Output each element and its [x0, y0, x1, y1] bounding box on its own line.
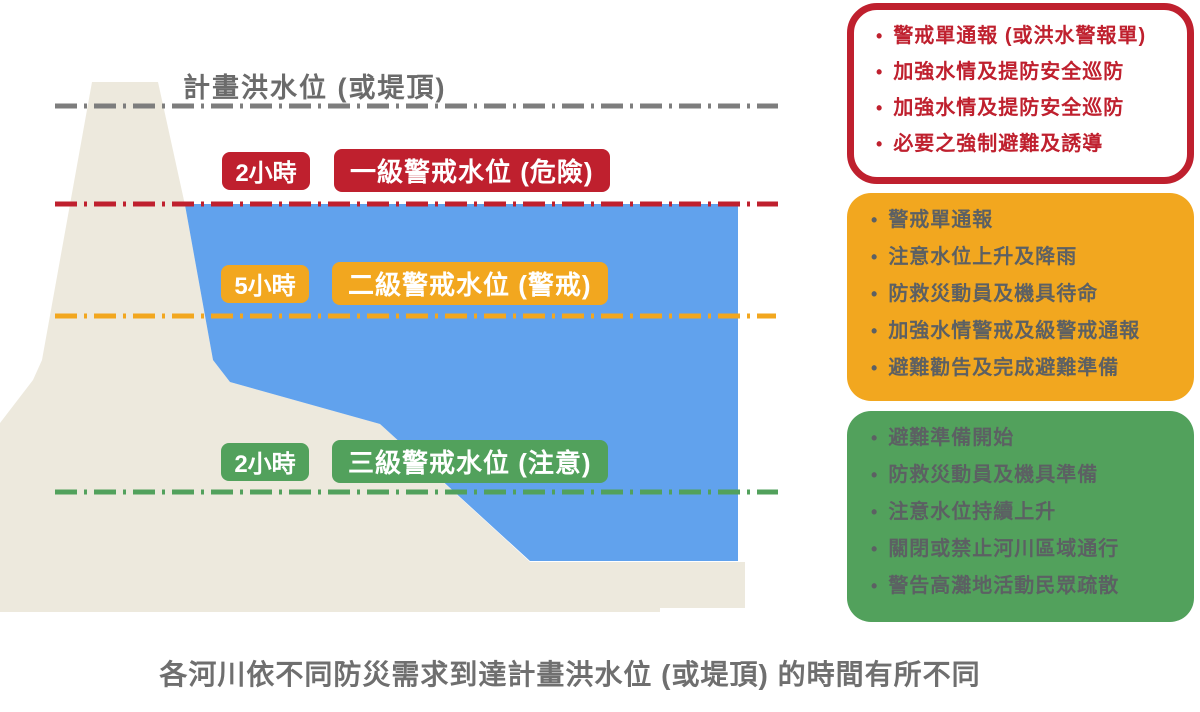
- level1-actions-list: • 警戒單通報 (或洪水警報單) • 加強水情及提防安全巡防 • 加強水情及提防…: [854, 10, 1187, 162]
- bullet-icon: •: [871, 247, 879, 267]
- level1-actions-panel: • 警戒單通報 (或洪水警報單) • 加強水情及提防安全巡防 • 加強水情及提防…: [847, 3, 1194, 184]
- level2-badge-row: 5小時 二級警戒水位 (警戒): [221, 262, 608, 305]
- bullet-icon: •: [871, 576, 879, 596]
- bullet-icon: •: [871, 358, 879, 378]
- bullet-icon: •: [876, 62, 884, 82]
- level1-level-badge: 一級警戒水位 (危險): [334, 149, 610, 192]
- action-text: 警戒單通報: [888, 209, 994, 231]
- bullet-icon: •: [876, 26, 884, 46]
- action-text: 防救災動員及機具準備: [888, 464, 1099, 486]
- action-text: 必要之強制避難及誘導: [893, 133, 1104, 155]
- action-item: • 警戒單通報 (或洪水警報單): [876, 18, 1187, 54]
- action-item: • 避難準備開始: [871, 420, 1194, 457]
- level3-actions-list: • 避難準備開始 • 防救災動員及機具準備 • 注意水位持續上升 • 關閉或禁止…: [847, 411, 1194, 605]
- level3-level-badge: 三級警戒水位 (注意): [332, 440, 608, 483]
- action-item: • 加強水情及提防安全巡防: [876, 54, 1187, 90]
- action-item: • 避難勸告及完成避難準備: [871, 350, 1194, 387]
- action-item: • 注意水位持續上升: [871, 494, 1194, 531]
- footer-caption: 各河川依不同防災需求到達計畫洪水位 (或堤頂) 的時間有所不同: [159, 659, 981, 690]
- bullet-icon: •: [871, 539, 879, 559]
- level1-badge-row: 2小時 一級警戒水位 (危險): [222, 149, 610, 192]
- action-item: • 必要之強制避難及誘導: [876, 126, 1187, 162]
- level3-time-badge: 2小時: [221, 442, 309, 481]
- design-flood-level-label: 計畫洪水位 (或堤頂): [183, 73, 447, 103]
- action-text: 防救災動員及機具待命: [888, 283, 1099, 305]
- level1-time-badge: 2小時: [222, 151, 310, 190]
- action-text: 加強水情警戒及級警戒通報: [888, 320, 1141, 342]
- action-text: 注意水位上升及降雨: [888, 246, 1078, 268]
- action-item: • 防救災動員及機具待命: [871, 276, 1194, 313]
- action-text: 避難準備開始: [888, 427, 1015, 449]
- action-text: 警告高灘地活動民眾疏散: [888, 575, 1120, 597]
- level2-actions-panel: • 警戒單通報 • 注意水位上升及降雨 • 防救災動員及機具待命 • 加強水情警…: [847, 193, 1194, 401]
- action-text: 避難勸告及完成避難準備: [888, 357, 1120, 379]
- action-text: 加強水情及提防安全巡防: [893, 61, 1125, 83]
- bullet-icon: •: [876, 98, 884, 118]
- action-item: • 加強水情警戒及級警戒通報: [871, 313, 1194, 350]
- level3-actions-panel: • 避難準備開始 • 防救災動員及機具準備 • 注意水位持續上升 • 關閉或禁止…: [847, 411, 1194, 622]
- action-item: • 注意水位上升及降雨: [871, 239, 1194, 276]
- action-text: 關閉或禁止河川區域通行: [888, 538, 1120, 560]
- bullet-icon: •: [871, 502, 879, 522]
- bullet-icon: •: [871, 465, 879, 485]
- bullet-icon: •: [876, 134, 884, 154]
- level2-time-badge: 5小時: [221, 264, 309, 303]
- bullet-icon: •: [871, 321, 879, 341]
- level3-badge-row: 2小時 三級警戒水位 (注意): [221, 440, 608, 483]
- level2-actions-list: • 警戒單通報 • 注意水位上升及降雨 • 防救災動員及機具待命 • 加強水情警…: [847, 193, 1194, 387]
- action-item: • 加強水情及提防安全巡防: [876, 90, 1187, 126]
- bullet-icon: •: [871, 428, 879, 448]
- action-text: 加強水情及提防安全巡防: [893, 97, 1125, 119]
- action-text: 注意水位持續上升: [888, 501, 1057, 523]
- action-item: • 警戒單通報: [871, 202, 1194, 239]
- action-item: • 警告高灘地活動民眾疏散: [871, 568, 1194, 605]
- bullet-icon: •: [871, 210, 879, 230]
- action-text: 警戒單通報 (或洪水警報單): [893, 25, 1147, 47]
- action-item: • 關閉或禁止河川區域通行: [871, 531, 1194, 568]
- bullet-icon: •: [871, 284, 879, 304]
- levee-ground-shape: [0, 82, 745, 612]
- action-item: • 防救災動員及機具準備: [871, 457, 1194, 494]
- level2-level-badge: 二級警戒水位 (警戒): [332, 262, 608, 305]
